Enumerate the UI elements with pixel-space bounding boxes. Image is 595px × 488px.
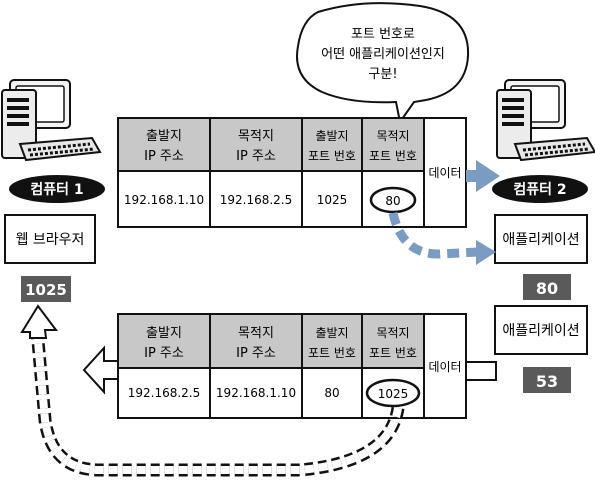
packet-top-header-1-l2: IP 주소 bbox=[144, 149, 184, 164]
return-path-arrowhead bbox=[20, 304, 58, 339]
packet-top-header-1-l1: 출발지 bbox=[146, 129, 182, 144]
packet-bottom-value-1-text: 192.168.2.5 bbox=[128, 386, 201, 400]
packet-top-value-1-text: 192.168.1.10 bbox=[124, 193, 204, 207]
packet-top-header-4-l1: 목적지 bbox=[376, 129, 409, 143]
packet-bottom-connector bbox=[465, 361, 497, 381]
computer2-label: 컴퓨터 2 bbox=[513, 182, 566, 198]
packet-top-value-1 bbox=[117, 170, 211, 228]
arrow-to-computer1 bbox=[82, 345, 119, 395]
packet-bottom-header-2-l1: 목적지 bbox=[238, 326, 274, 341]
computer2-port1-badge bbox=[523, 274, 571, 300]
packet-bottom-header-2-l2: IP 주소 bbox=[236, 346, 276, 361]
dashed-arrow-head bbox=[476, 240, 496, 265]
packet-bottom-header-2 bbox=[209, 313, 303, 369]
packet-top-header-4 bbox=[361, 117, 425, 172]
computer1-icon bbox=[0, 78, 102, 162]
packet-top-header-4-l2: 포트 번호 bbox=[369, 149, 417, 163]
computer1-app-label: 웹 브라우저 bbox=[16, 232, 85, 248]
packet-bottom: 출발지 IP 주소 목적지 IP 주소 출발지 포트 번호 목적지 포트 번호 … bbox=[117, 313, 497, 419]
computer1-label-pill bbox=[9, 175, 105, 203]
packet-bottom-value-2-text: 192.168.1.10 bbox=[216, 386, 296, 400]
packet-top-header-2-l2: IP 주소 bbox=[236, 149, 276, 164]
packet-bottom-value-3 bbox=[301, 367, 363, 419]
packet-bottom-header-1-l1: 출발지 bbox=[146, 326, 182, 341]
packet-top-header-2-l1: 목적지 bbox=[238, 129, 274, 144]
bubble-line3: 구분! bbox=[368, 67, 397, 82]
packet-bottom-header-3 bbox=[301, 313, 363, 369]
packet-top-value-2-text: 192.168.2.5 bbox=[220, 193, 293, 207]
packet-top-value-2 bbox=[209, 170, 303, 228]
packet-top-value-3-text: 1025 bbox=[317, 193, 348, 207]
packet-bottom-header-1-l2: IP 주소 bbox=[144, 346, 184, 361]
packet-top-data-label: 데이터 bbox=[428, 166, 461, 180]
packet-top-header-3-l2: 포트 번호 bbox=[308, 149, 356, 163]
computer2-port2-badge bbox=[523, 367, 571, 393]
packet-bottom-header-4-l2: 포트 번호 bbox=[369, 346, 417, 360]
computer2-app2-label: 애플리케이션 bbox=[502, 323, 579, 339]
packet-top: 출발지 IP 주소 목적지 IP 주소 출발지 포트 번호 목적지 포트 번호 … bbox=[117, 117, 467, 228]
computer1-port-label: 1025 bbox=[25, 281, 67, 299]
computer1-label: 컴퓨터 1 bbox=[30, 182, 83, 198]
packet-bottom-value-2 bbox=[209, 367, 303, 419]
speech-bubble bbox=[296, 2, 470, 125]
bubble-line1: 포트 번호로 bbox=[351, 27, 415, 42]
packet-top-value-4-text: 80 bbox=[385, 194, 400, 208]
packet-bottom-header-4-l1: 목적지 bbox=[376, 326, 409, 340]
computer2-port2-label: 53 bbox=[536, 372, 558, 391]
arrow-to-computer2 bbox=[466, 160, 500, 192]
computer2-port1-label: 80 bbox=[536, 279, 558, 298]
packet-bottom-port-highlight bbox=[365, 378, 421, 408]
computer1-app-box bbox=[4, 214, 96, 264]
packet-top-value-3 bbox=[301, 170, 363, 228]
packet-top-port-highlight bbox=[369, 186, 417, 214]
packet-top-header-2 bbox=[209, 117, 303, 172]
packet-top-header-3 bbox=[301, 117, 363, 172]
dashed-arrow-to-app bbox=[388, 211, 479, 259]
computer1-port-badge bbox=[21, 276, 71, 302]
computer2-app1-box bbox=[494, 214, 588, 264]
computer2-icon bbox=[495, 78, 595, 162]
packet-bottom-value-1 bbox=[117, 367, 211, 419]
packet-bottom-data-label: 데이터 bbox=[428, 360, 461, 374]
packet-bottom-value-4-text: 1025 bbox=[378, 387, 409, 401]
packet-bottom-header-3-l1: 출발지 bbox=[315, 326, 348, 340]
bubble-line2: 어떤 애플리케이션인지 bbox=[321, 47, 445, 62]
packet-top-header-3-l1: 출발지 bbox=[315, 129, 348, 143]
computer2-app1-label: 애플리케이션 bbox=[502, 232, 579, 248]
packet-bottom-value-3-text: 80 bbox=[324, 386, 339, 400]
computer2-label-pill bbox=[492, 175, 588, 203]
computer2-app2-box bbox=[494, 305, 588, 355]
packet-bottom-data-cell bbox=[423, 313, 467, 419]
return-path-inner bbox=[33, 329, 402, 474]
packet-top-data-cell bbox=[423, 117, 467, 228]
packet-bottom-header-3-l2: 포트 번호 bbox=[308, 346, 356, 360]
